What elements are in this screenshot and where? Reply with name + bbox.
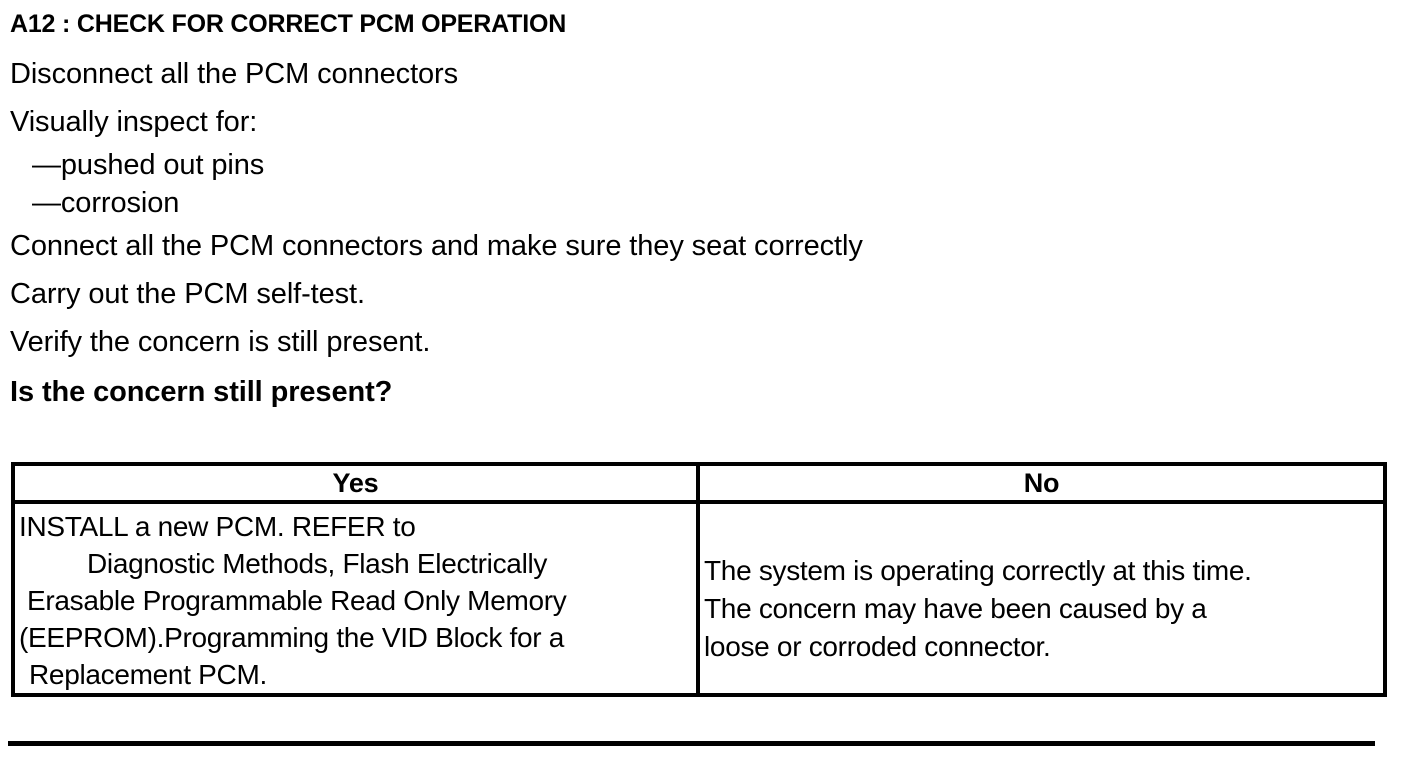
cell-line: The system is operating correctly at thi… [704,555,1252,586]
decision-table: Yes No INSTALL a new PCM. REFER to Diagn… [11,462,1387,697]
column-header-no: No [696,462,1387,504]
instruction-line: Disconnect all the PCM connectors [10,58,459,90]
cell-line: Diagnostic Methods, Flash Electrically [87,548,548,579]
table-row: INSTALL a new PCM. REFER to Diagnostic M… [11,500,1387,697]
cell-line: INSTALL a new PCM. REFER to [19,511,416,542]
table-header-row: Yes No [11,462,1387,504]
cell-line: loose or corroded connector. [704,631,1051,662]
instruction-list: Disconnect all the PCM connectors Visual… [10,50,1390,418]
cell-line: Replacement PCM. [29,659,267,690]
instruction-line: Verify the concern is still present. [10,326,431,358]
cell-line: The concern may have been caused by a [704,593,1207,624]
footer-divider [8,741,1375,746]
instruction-line: Carry out the PCM self-test. [10,278,365,310]
instruction-line: Visually inspect for: [10,106,258,138]
cell-line: (EEPROM).Programming the VID Block for a [19,622,565,653]
instruction-bullet: —pushed out pins [32,149,265,181]
step-title: A12 : CHECK FOR CORRECT PCM OPERATION [10,10,567,38]
cell-yes-action: INSTALL a new PCM. REFER to Diagnostic M… [11,500,700,697]
column-header-yes: Yes [11,462,700,504]
cell-no-action: The system is operating correctly at thi… [696,500,1387,697]
decision-question: Is the concern still present? [10,376,393,408]
cell-line: Erasable Programmable Read Only Memory [27,585,567,616]
instruction-bullet: —corrosion [32,187,180,219]
instruction-line: Connect all the PCM connectors and make … [10,230,863,262]
